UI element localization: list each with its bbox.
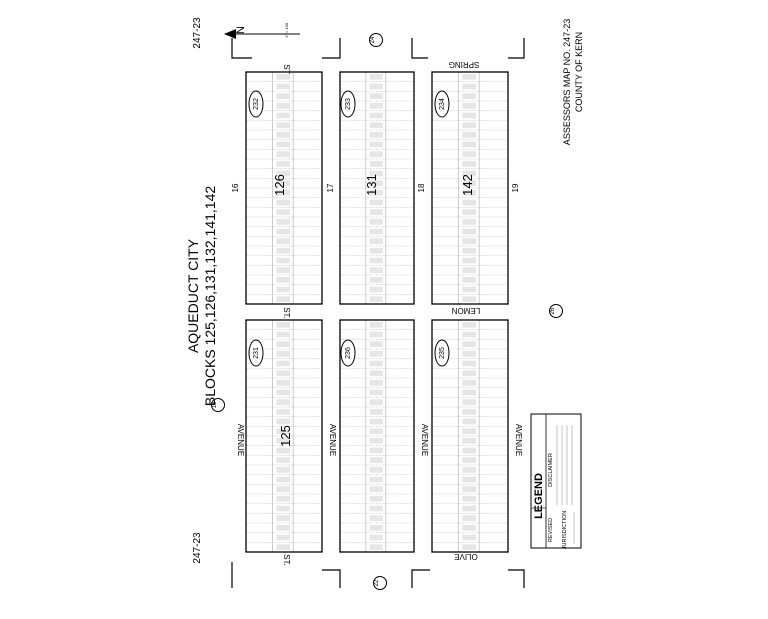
north-arrow-icon: N 1" = 100' <box>224 22 300 39</box>
legend-revised: REVISED <box>548 518 554 542</box>
street-label-st-bottom: ST. <box>282 554 291 566</box>
street-label-st-top: ST. <box>282 64 291 76</box>
block-outline-233 <box>339 71 415 305</box>
block-number-231: 231 <box>248 339 264 367</box>
circled-ref-bottom-right: 22 <box>373 576 387 590</box>
svg-text:26: 26 <box>550 307 556 314</box>
block-outline-232 <box>245 71 323 305</box>
svg-text:232: 232 <box>253 98 260 110</box>
assessor-map-title: ASSESSORS MAP NO. 247-23 <box>562 19 572 145</box>
assessor-county: COUNTY OF KERN <box>574 32 584 112</box>
block-outline-231 <box>245 319 323 553</box>
block-number-235: 235 <box>434 339 450 367</box>
block-outline-236 <box>339 319 415 553</box>
legend-box: LEGEND REVISED JURISDICTION DISCLAIMER <box>530 413 582 550</box>
block-outline-234 <box>431 71 509 305</box>
map-reference-top: 247-23 <box>192 17 203 49</box>
block-label-142: 142 <box>460 174 475 196</box>
circled-ref-left: 18 <box>211 398 225 412</box>
avenue-label-4: AVENUE <box>514 424 523 456</box>
block-number-234: 234 <box>434 90 450 118</box>
street-label-olive: OLIVE <box>454 552 478 561</box>
legend-title: LEGEND <box>533 473 545 519</box>
street-number-17: 17 <box>326 183 335 192</box>
street-number-19: 19 <box>511 183 520 192</box>
street-label-st-mid: ST. <box>282 307 291 319</box>
street-corner-marks-top <box>231 38 525 588</box>
street-label-spring: SPRING <box>449 60 480 69</box>
circled-ref-top-right: 24 <box>369 33 383 47</box>
block-label-131: 131 <box>364 174 379 196</box>
avenue-label-3: AVENUE <box>420 424 429 456</box>
map-title-line2: BLOCKS 125,126,131,132,141,142 <box>202 186 218 407</box>
block-number-236: 236 <box>340 339 356 367</box>
svg-text:22: 22 <box>374 579 380 586</box>
north-arrow-letter: N <box>235 26 247 34</box>
blocks-layer <box>245 71 509 553</box>
street-number-16: 16 <box>231 183 240 192</box>
avenue-label-1: AVENUE <box>236 424 245 456</box>
map-scale: 1" = 100' <box>284 22 289 38</box>
street-label-lemon: LEMON <box>452 306 481 315</box>
block-number-233: 233 <box>340 90 356 118</box>
svg-text:233: 233 <box>345 98 352 110</box>
avenue-label-2: AVENUE <box>328 424 337 456</box>
svg-text:235: 235 <box>439 347 446 359</box>
block-outline-235 <box>431 319 509 553</box>
legend-jurisdiction: JURISDICTION <box>562 511 568 550</box>
block-label-126: 126 <box>272 174 287 196</box>
street-number-18: 18 <box>417 183 426 192</box>
svg-text:231: 231 <box>253 347 260 359</box>
circled-ref-right-mid: 26 <box>549 304 563 318</box>
svg-text:234: 234 <box>439 98 446 110</box>
svg-text:24: 24 <box>370 36 376 43</box>
map-title-line1: AQUEDUCT CITY <box>185 238 201 353</box>
block-number-232: 232 <box>248 90 264 118</box>
map-reference-bottom: 247-23 <box>192 532 203 564</box>
block-label-125: 125 <box>278 425 293 447</box>
legend-disclaimer: DISCLAIMER <box>548 453 554 487</box>
svg-text:236: 236 <box>345 347 352 359</box>
svg-text:18: 18 <box>212 401 218 408</box>
